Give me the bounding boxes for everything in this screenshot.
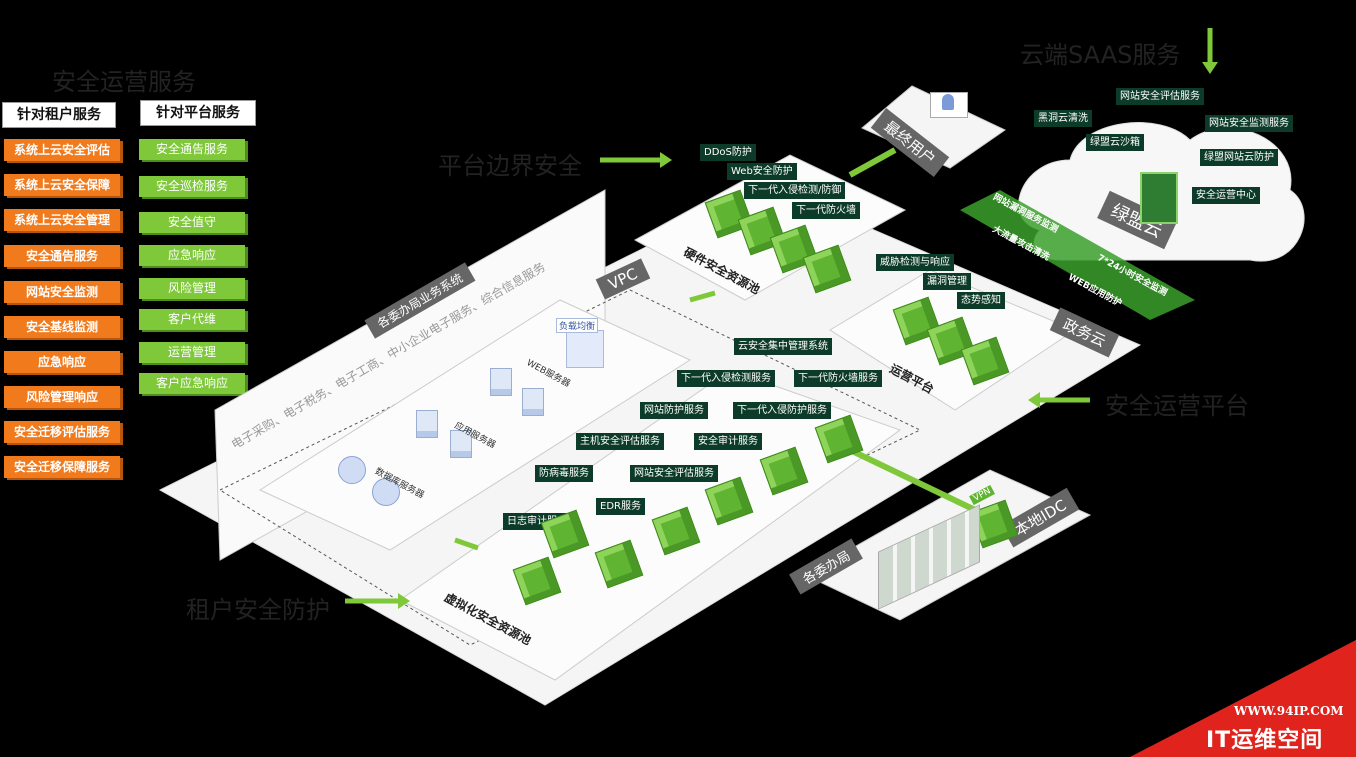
app-server-icon <box>450 430 472 458</box>
platform-service-item[interactable]: 客户应急响应 <box>139 373 245 394</box>
tenant-service-item[interactable]: 系统上云安全评估 <box>4 139 120 161</box>
tenant-service-item[interactable]: 风险管理响应 <box>4 386 120 408</box>
virt-label: 安全审计服务 <box>694 433 762 450</box>
platform-service-item[interactable]: 风险管理 <box>139 278 245 299</box>
load-balancer <box>566 330 604 368</box>
tenant-service-item[interactable]: 安全迁移评估服务 <box>4 421 120 443</box>
virt-label: 网站防护服务 <box>640 402 708 419</box>
db-server-icon <box>372 478 400 506</box>
watermark-url: WWW.94IP.COM <box>1234 704 1344 718</box>
virt-label: 下一代入侵检测服务 <box>677 370 775 387</box>
cloud-label: 黑洞云清洗 <box>1034 110 1092 127</box>
tenant-service-item[interactable]: 系统上云安全管理 <box>4 209 120 231</box>
virt-label: 下一代入侵防护服务 <box>733 402 831 419</box>
vpc-floor <box>218 289 922 646</box>
cloud-label: 绿盟云沙箱 <box>1086 134 1144 151</box>
ops-label: 态势感知 <box>957 292 1005 309</box>
platform-services-header: 针对平台服务 <box>140 100 256 126</box>
cloud-label: 网站安全监测服务 <box>1205 115 1293 132</box>
platform-service-item[interactable]: 应急响应 <box>139 245 245 266</box>
virt-label: 主机安全评估服务 <box>576 433 664 450</box>
web-server-icon <box>522 388 544 416</box>
ops-label: 威胁检测与响应 <box>876 254 954 271</box>
ops-label: 漏洞管理 <box>923 273 971 290</box>
watermark-corner <box>1130 640 1356 757</box>
virt-label: 云安全集中管理系统 <box>734 338 832 355</box>
section-title: 安全运营服务 <box>52 68 196 96</box>
platform-boundary-title: 平台边界安全 <box>438 152 582 180</box>
platform-service-item[interactable]: 运营管理 <box>139 342 245 363</box>
platform-service-item[interactable]: 安全通告服务 <box>139 139 245 160</box>
cloud-label: 安全运营中心 <box>1192 187 1260 204</box>
hw-label: DDoS防护 <box>700 144 756 161</box>
tenant-protection-title: 租户安全防护 <box>186 596 330 624</box>
platform-service-item[interactable]: 安全值守 <box>139 212 245 233</box>
hw-label: 下一代入侵检测/防御 <box>744 182 846 199</box>
cloud-label: 绿盟网站云防护 <box>1200 149 1278 166</box>
db-server-icon <box>338 456 366 484</box>
platform-service-item[interactable]: 安全巡检服务 <box>139 176 245 197</box>
cloud-saas-title: 云端SAAS服务 <box>1020 41 1181 69</box>
tenant-service-item[interactable]: 安全通告服务 <box>4 245 120 267</box>
tenant-service-item[interactable]: 网站安全监测 <box>4 281 120 303</box>
tenant-service-item[interactable]: 安全基线监测 <box>4 316 120 338</box>
hw-label: Web安全防护 <box>727 163 797 180</box>
web-server-icon <box>490 368 512 396</box>
load-balance-label: 负载均衡 <box>556 318 599 333</box>
virt-label: EDR服务 <box>596 498 645 515</box>
virt-label: 防病毒服务 <box>535 465 593 482</box>
cloud-label: 网站安全评估服务 <box>1116 88 1204 105</box>
tenant-service-item[interactable]: 系统上云安全保障 <box>4 174 120 196</box>
end-user-avatar <box>942 94 954 110</box>
hw-label: 下一代防火墙 <box>792 202 860 219</box>
virt-label: 网站安全评估服务 <box>630 465 718 482</box>
platform-service-item[interactable]: 客户代维 <box>139 309 245 330</box>
tenant-service-item[interactable]: 安全迁移保障服务 <box>4 456 120 478</box>
cloud-server-stack <box>1140 172 1178 224</box>
tenant-services-header: 针对租户服务 <box>2 102 116 128</box>
ops-platform-title: 安全运营平台 <box>1105 392 1249 420</box>
virt-label: 下一代防火墙服务 <box>794 370 882 387</box>
tenant-service-item[interactable]: 应急响应 <box>4 351 120 373</box>
cloud-link-band <box>960 190 1195 320</box>
watermark-name: IT运维空间 <box>1206 728 1324 753</box>
app-server-icon <box>416 410 438 438</box>
